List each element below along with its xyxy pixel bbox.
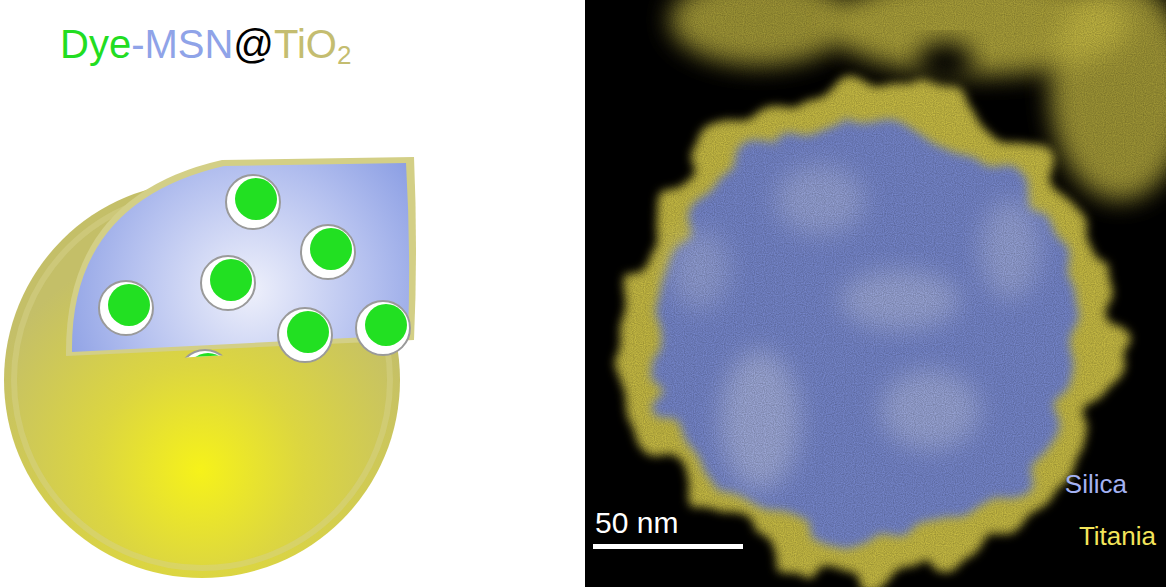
dye-word: Dye (60, 22, 131, 66)
dye-dots (99, 175, 410, 362)
tio-word: TiO (274, 22, 337, 66)
at-sign: @ (233, 22, 274, 66)
msn-word: -MSN (131, 22, 233, 66)
scale-label: 50 nm (595, 506, 678, 539)
title-line: Dye-MSN@TiO2 (60, 20, 351, 71)
micrograph (585, 0, 1166, 587)
silica-label: Silica (1065, 470, 1127, 499)
titania-label: Titania (1079, 522, 1156, 551)
subscript: 2 (337, 40, 351, 70)
